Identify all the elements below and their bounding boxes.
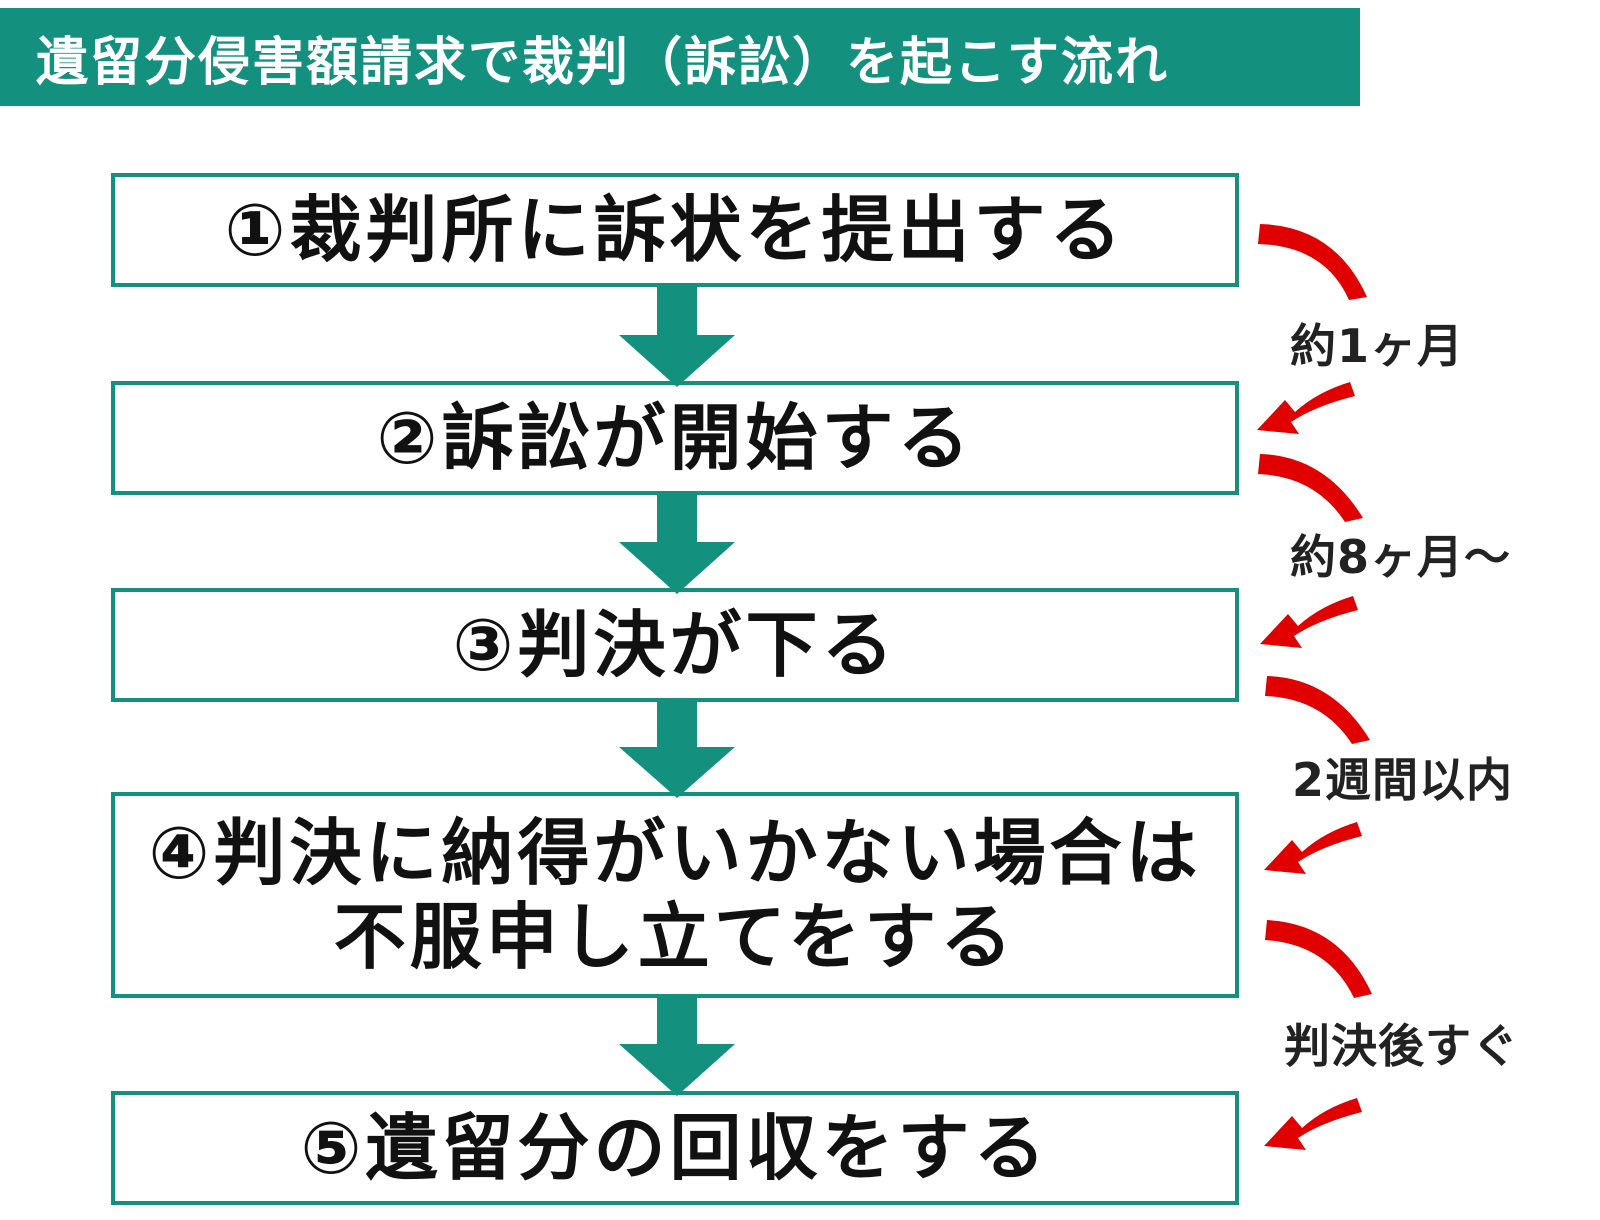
down-arrow-icon [619, 699, 735, 798]
curved-arrow-icon [1262, 668, 1382, 748]
step-box-5: ⑤遺留分の回収をする [111, 1091, 1239, 1205]
step-box-4: ④判決に納得がいかない場合は 不服申し立てをする [111, 792, 1239, 998]
curved-arrow-icon [1262, 818, 1372, 888]
down-arrow-icon [619, 492, 735, 594]
step-3-label: ③判決が下る [452, 603, 898, 687]
curved-arrow-icon [1255, 446, 1375, 526]
curved-arrow-icon [1262, 910, 1382, 1000]
duration-label-2: 約8ヶ月〜 [1290, 530, 1512, 584]
down-arrow-icon [619, 994, 735, 1096]
curved-arrow-icon [1255, 378, 1365, 448]
curved-arrow-icon [1258, 592, 1368, 662]
step-4-label-line-2: 不服申し立てをする [333, 895, 1017, 979]
title-bar: 遺留分侵害額請求で裁判（訴訟）を起こす流れ [0, 8, 1360, 106]
duration-label-3: 2週間以内 [1292, 753, 1514, 807]
duration-label-4: 判決後すぐ [1284, 1019, 1519, 1073]
step-2-label: ②訴訟が開始する [376, 396, 974, 480]
step-box-2: ②訴訟が開始する [111, 381, 1239, 495]
curved-arrow-icon [1255, 212, 1375, 302]
step-box-1: ①裁判所に訴状を提出する [111, 173, 1239, 287]
step-4-label-line-1: ④判決に納得がいかない場合は [148, 811, 1202, 895]
duration-label-1: 約1ヶ月 [1290, 319, 1465, 373]
down-arrow-icon [619, 285, 735, 387]
curved-arrow-icon [1262, 1094, 1372, 1164]
step-box-3: ③判決が下る [111, 588, 1239, 702]
page-title: 遺留分侵害額請求で裁判（訴訟）を起こす流れ [36, 32, 1169, 93]
step-1-label: ①裁判所に訴状を提出する [224, 188, 1126, 272]
step-5-label: ⑤遺留分の回収をする [300, 1106, 1050, 1190]
